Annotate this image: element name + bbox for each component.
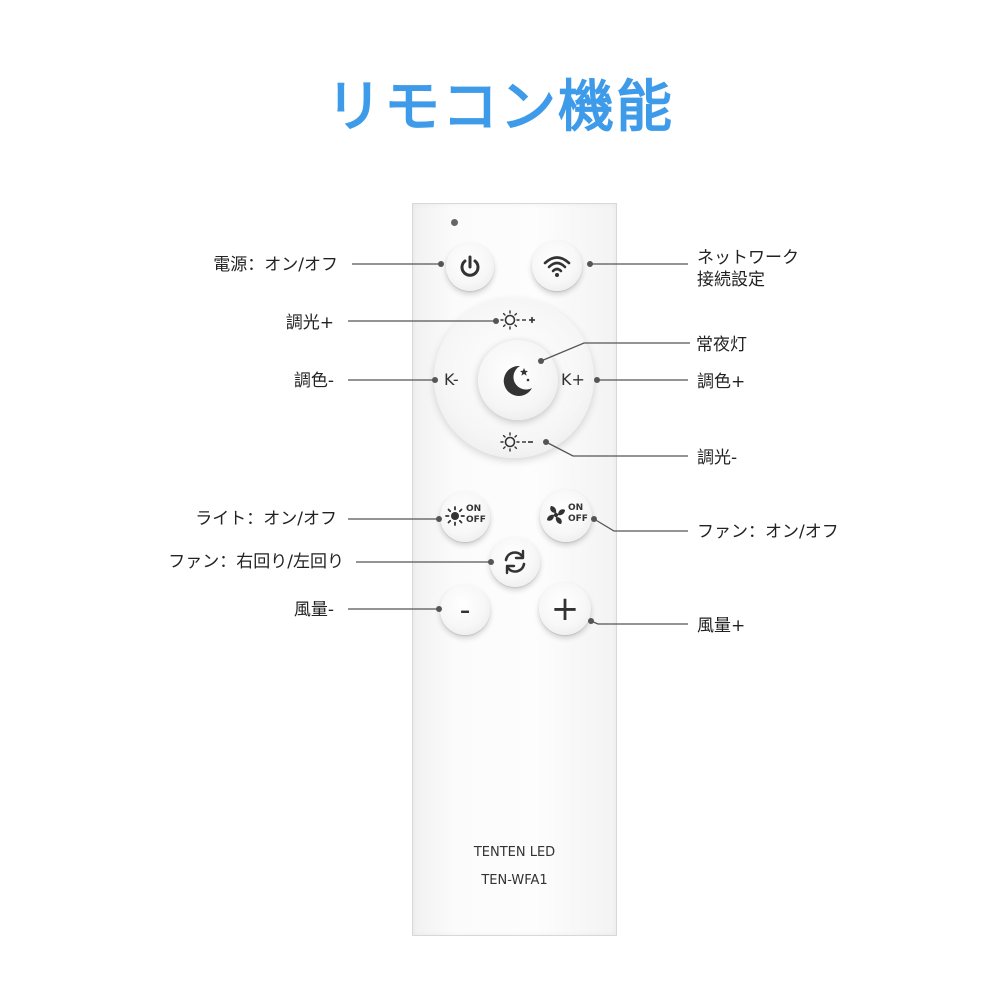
off-text: OFF [466, 515, 486, 525]
off-text: OFF [568, 514, 588, 524]
fan-speed-up-button[interactable]: + [539, 583, 591, 635]
light-icon [445, 506, 465, 526]
label-color-up: 調色+ [697, 372, 746, 392]
label-fan-speed-up: 風量+ [697, 616, 746, 636]
power-icon [460, 255, 480, 277]
fan-direction-button[interactable] [490, 537, 540, 587]
on-text: ON [466, 504, 482, 514]
night-light-button[interactable] [478, 340, 558, 420]
page-title: リモコン機能 [326, 75, 674, 140]
label-color-down: 調色- [293, 371, 334, 391]
rotate-icon [504, 549, 526, 575]
label-dim-up: 調光+ [285, 313, 334, 333]
moon-icon [503, 365, 532, 396]
label-power: 電源：オン/オフ [213, 255, 338, 275]
light-onoff-button[interactable]: ON OFF [440, 492, 490, 542]
label-dim-down: 調光- [697, 448, 738, 468]
label-fan-speed-down: 風量- [293, 600, 334, 620]
sun-plus-icon [500, 310, 535, 330]
fan-icon [547, 506, 565, 524]
brand-text: TENTEN LED [473, 845, 556, 860]
color-up-button[interactable]: K+ [561, 370, 585, 389]
label-network-line2: 接続設定 [697, 270, 765, 290]
label-light-onoff: ライト：オン/オフ [195, 509, 337, 529]
label-night-light: 常夜灯 [696, 335, 747, 355]
fan-onoff-button[interactable]: ON OFF [540, 490, 592, 542]
power-button[interactable] [446, 243, 494, 291]
label-network-line1: ネットワーク [697, 248, 799, 268]
indicator-led [451, 219, 458, 226]
dim-up-button[interactable] [500, 310, 538, 334]
color-down-button[interactable]: K- [444, 370, 459, 389]
dim-down-button[interactable] [500, 432, 538, 456]
label-fan-direction: ファン：右回り/左回り [168, 552, 344, 572]
on-text: ON [568, 503, 584, 513]
label-fan-onoff: ファン：オン/オフ [697, 522, 839, 542]
model-text: TEN-WFA1 [481, 873, 548, 888]
network-button[interactable] [532, 241, 582, 291]
fan-speed-down-button[interactable]: - [440, 585, 490, 635]
wifi-icon [543, 256, 571, 277]
sun-minus-icon [500, 432, 533, 452]
